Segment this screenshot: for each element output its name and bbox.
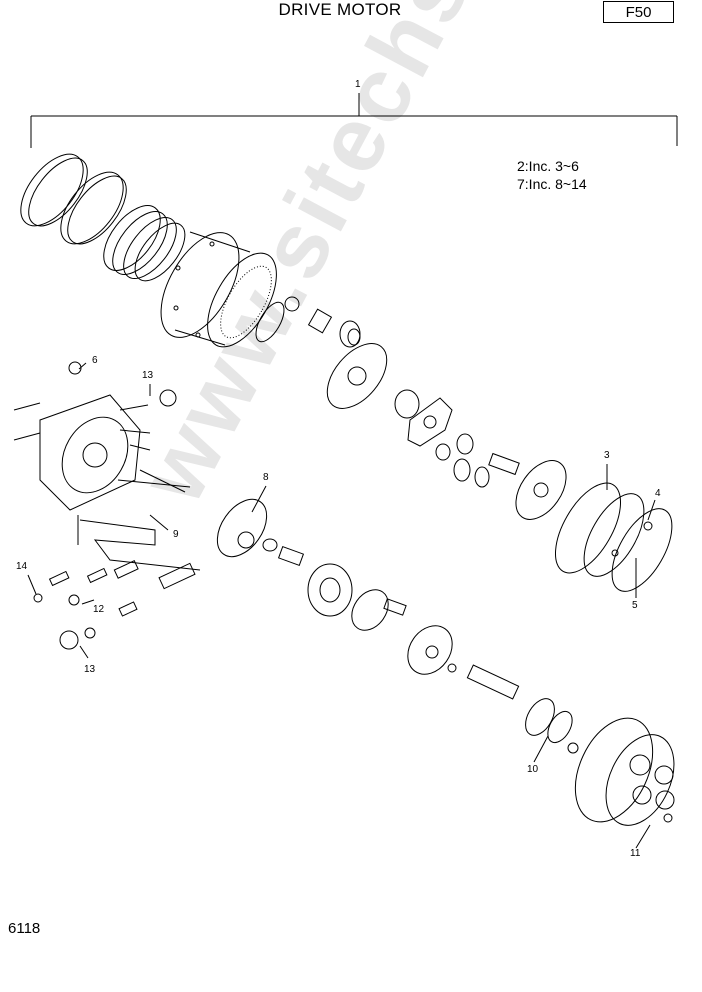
- callout-3: 3: [604, 450, 610, 461]
- relief-valve: [33, 560, 196, 650]
- note-line-1: 2:Inc. 3~6: [517, 158, 579, 174]
- callout-14: 14: [16, 561, 28, 572]
- assembly-bracket: [30, 93, 678, 148]
- seal-rings: [20, 153, 186, 282]
- callout-5: 5: [632, 600, 638, 611]
- page-title: DRIVE MOTOR: [278, 0, 402, 19]
- callout-11: 11: [630, 848, 641, 859]
- leader-lines: [27, 362, 656, 849]
- callout-10: 10: [527, 764, 539, 775]
- callout-1: 1: [355, 79, 361, 90]
- callout-13-lower: 13: [84, 664, 96, 675]
- port-block: [13, 361, 201, 571]
- planetary-parts: [255, 296, 567, 520]
- callout-12: 12: [93, 604, 105, 615]
- rotating-group: [216, 498, 579, 754]
- callout-9: 9: [173, 529, 179, 540]
- callout-13-upper: 13: [142, 370, 154, 381]
- callout-4: 4: [655, 488, 661, 499]
- page-code-box: F50: [603, 1, 674, 23]
- end-cover: [554, 482, 673, 592]
- motor-housing: [574, 717, 675, 826]
- callout-6: 6: [92, 355, 98, 366]
- note-line-2: 7:Inc. 8~14: [517, 176, 587, 192]
- document-number: 6118: [8, 920, 41, 937]
- ring-gear-housing: [160, 231, 277, 348]
- callout-8: 8: [263, 472, 269, 483]
